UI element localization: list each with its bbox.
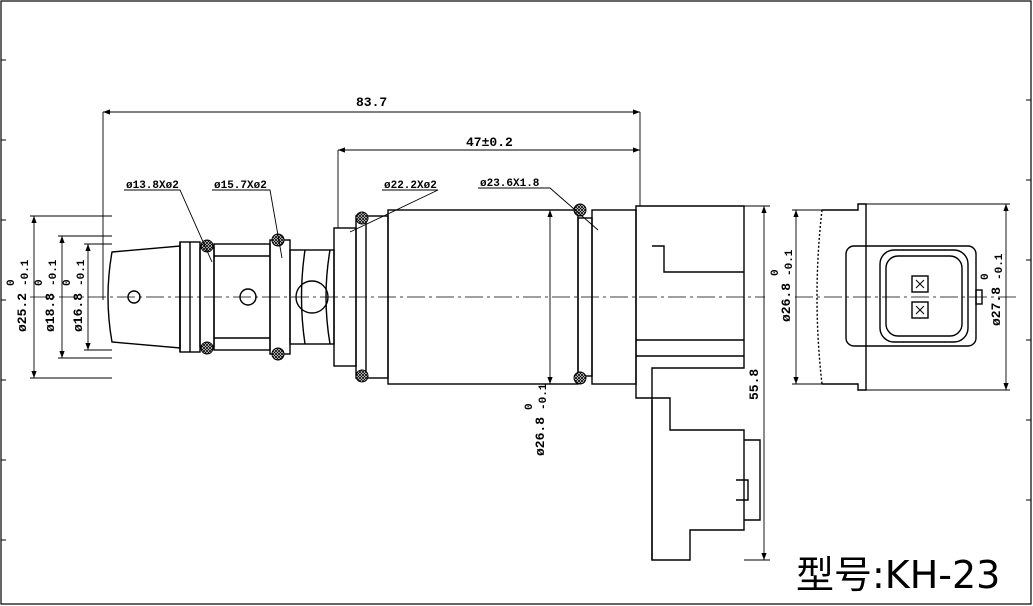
dim-connector-height: 55.8 xyxy=(747,369,762,400)
o-rings xyxy=(200,203,587,385)
tol-upper-1: 0 xyxy=(6,279,18,286)
oring-3-top xyxy=(355,211,369,225)
dim-body-length: 47±0.2 xyxy=(466,135,513,150)
tol-upper-5: 0 xyxy=(770,269,782,276)
dim-tip-mid: ø18.8 xyxy=(43,293,58,332)
dim-oring-4: ø23.6X1.8 xyxy=(480,178,540,190)
frame-ticks xyxy=(1,59,1031,541)
tol-upper-4: 0 xyxy=(524,403,536,410)
tol-upper-3: 0 xyxy=(62,279,74,286)
dim-oring-2: ø15.7Xø2 xyxy=(214,180,267,192)
dim-oring-1: ø13.8Xø2 xyxy=(126,180,179,192)
oring-4-bottom xyxy=(573,371,587,385)
side-hole-mid xyxy=(239,288,257,306)
connector-socket xyxy=(879,249,969,343)
oring-1-bottom xyxy=(200,341,214,355)
side-hole-small xyxy=(127,290,141,304)
dim-tip-outer: ø25.2 xyxy=(15,293,30,332)
valve-tip xyxy=(107,245,181,349)
oring-3-bottom xyxy=(355,369,369,383)
tol-lower-3: -0.1 xyxy=(76,259,88,286)
valve-side-view xyxy=(107,205,761,561)
dim-body-dia: ø26.8 xyxy=(533,417,548,456)
tol-lower-6: -0.1 xyxy=(994,253,1006,280)
tol-upper-2: 0 xyxy=(34,279,46,286)
dim-side-dia-2: ø27.8 xyxy=(989,287,1004,326)
tol-lower-1: -0.1 xyxy=(20,259,32,286)
dim-side-dia-1: ø26.8 xyxy=(779,283,794,322)
tol-lower-5: -0.1 xyxy=(784,249,796,276)
dimension-lines xyxy=(30,109,770,561)
model-label: 型号:KH-23 xyxy=(796,553,1000,597)
dim-overall-length: 83.7 xyxy=(356,95,387,110)
tol-upper-6: 0 xyxy=(980,273,992,280)
dim-oring-3: ø22.2Xø2 xyxy=(384,180,437,192)
tol-lower-4: -0.1 xyxy=(538,383,550,410)
oring-2-bottom xyxy=(271,347,285,361)
side-hole-large xyxy=(295,280,329,314)
side-dimension-lines xyxy=(792,203,1010,391)
oring-4-top xyxy=(573,203,587,217)
tol-lower-2: -0.1 xyxy=(48,259,60,286)
connector-pin-marks xyxy=(915,279,925,315)
dim-tip-inner: ø16.8 xyxy=(71,293,86,332)
